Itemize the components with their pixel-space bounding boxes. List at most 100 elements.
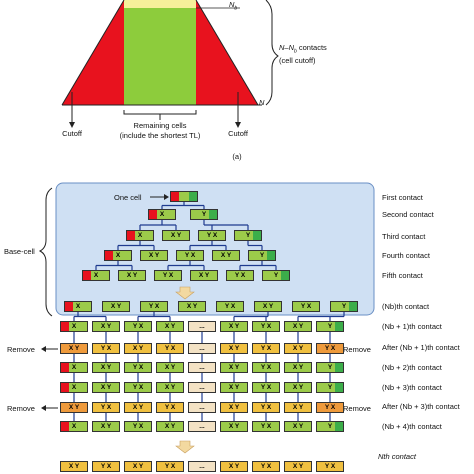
cell-box: ...	[188, 421, 216, 432]
cell-box: ...	[188, 382, 216, 393]
cell-label: Y	[327, 323, 333, 330]
remove-label-1: Remove	[7, 345, 35, 354]
cell-box: Y	[316, 421, 344, 432]
cell-end-mark	[83, 271, 91, 280]
cell-box: Y X	[252, 343, 280, 354]
cell-label: X Y	[100, 364, 112, 371]
cell-box: Y X	[156, 402, 184, 413]
one-cell-label: One cell	[114, 193, 142, 202]
cell-label: X Y	[170, 232, 182, 239]
cell-label: Y	[327, 364, 333, 371]
cell-end-mark	[281, 271, 289, 280]
cell-label: Y X	[324, 463, 336, 470]
contact-label: (Nb + 2)th contact	[382, 363, 442, 372]
cell-label: ...	[199, 404, 205, 411]
cell-label: ...	[199, 323, 205, 330]
cell-label: X	[93, 272, 99, 279]
nth-contact-label: Nth contact	[378, 452, 416, 461]
cell-label: X Y	[164, 364, 176, 371]
cell-label: Y	[327, 384, 333, 391]
cell-box: X Y	[220, 461, 248, 472]
cell-label: Y	[259, 252, 265, 259]
cell-end-mark	[349, 302, 357, 311]
base-cell-brace	[38, 187, 53, 317]
base-cell-panel	[55, 182, 375, 316]
cell-label: X Y	[228, 384, 240, 391]
cell-box	[170, 191, 198, 202]
cell-box: Y	[316, 321, 344, 332]
cell-label: Y X	[164, 463, 176, 470]
cell-box: Y X	[316, 343, 344, 354]
cell-label: Y	[327, 423, 333, 430]
contact-label: (Nb + 1)th contact	[382, 322, 442, 331]
contact-label: After (Nb + 1)th contact	[382, 343, 460, 352]
cell-label: X Y	[100, 423, 112, 430]
cell-box: X Y	[92, 362, 120, 373]
cell-box: X Y	[284, 321, 312, 332]
cell-label: Y	[201, 211, 207, 218]
flow-arrow-1	[175, 286, 195, 300]
cell-end-mark	[149, 210, 157, 219]
cell-box: Y X	[252, 461, 280, 472]
cell-label: Y X	[184, 252, 196, 259]
cell-box: Y X	[316, 402, 344, 413]
cell-box: X Y	[156, 421, 184, 432]
remove-label-3: Remove	[343, 345, 371, 354]
caption-a: (a)	[232, 152, 242, 161]
cell-box: Y X	[92, 461, 120, 472]
cell-label: X Y	[228, 364, 240, 371]
remaining-bracket	[123, 110, 197, 115]
cell-label: X	[71, 364, 77, 371]
cell-box: Y X	[92, 402, 120, 413]
cell-box: X Y	[60, 343, 88, 354]
cell-label: Y X	[324, 404, 336, 411]
cutoff-right-label: Cutoff	[228, 129, 248, 138]
cell-box: X Y	[156, 362, 184, 373]
cell-end-mark	[209, 210, 217, 219]
cell-label: X Y	[68, 345, 80, 352]
cell-label: Y X	[260, 404, 272, 411]
cell-label: X Y	[220, 252, 232, 259]
cell-box: X	[60, 421, 88, 432]
cell-box: ...	[188, 343, 216, 354]
cell-label: Y	[273, 272, 279, 279]
cell-box: X Y	[220, 362, 248, 373]
cell-label: Y X	[224, 303, 236, 310]
cell-label: X	[71, 423, 77, 430]
cell-box: ...	[188, 362, 216, 373]
cell-box: X Y	[124, 402, 152, 413]
cell-label: Y X	[100, 345, 112, 352]
cell-box: ...	[188, 461, 216, 472]
cell-end-mark	[335, 422, 343, 431]
contact-label: First contact	[382, 193, 423, 202]
contact-label: (Nb + 4)th contact	[382, 422, 442, 431]
cell-label: X Y	[228, 423, 240, 430]
cell-label: Y X	[100, 404, 112, 411]
cell-label: X Y	[228, 404, 240, 411]
cell-box: Y X	[156, 343, 184, 354]
cell-box: X Y	[124, 343, 152, 354]
cell-label: Y X	[260, 384, 272, 391]
cell-box: X Y	[220, 343, 248, 354]
cell-label: X	[75, 303, 81, 310]
cell-end-mark	[61, 383, 69, 392]
cell-box: Y X	[154, 270, 182, 281]
cell-box: Y X	[252, 362, 280, 373]
cell-box: Y X	[124, 362, 152, 373]
cell-label: X Y	[186, 303, 198, 310]
cell-box: X Y	[118, 270, 146, 281]
cell-label: Y X	[132, 384, 144, 391]
cell-box: Y	[316, 382, 344, 393]
cell-box: X Y	[220, 421, 248, 432]
cell-box: X Y	[284, 402, 312, 413]
cell-box: Y X	[156, 461, 184, 472]
contact-label: Fourth contact	[382, 251, 430, 260]
cell-label: ...	[199, 384, 205, 391]
cell-end-mark	[253, 231, 261, 240]
cell-end-mark	[335, 383, 343, 392]
cell-label: X Y	[68, 404, 80, 411]
cell-label: Y X	[300, 303, 312, 310]
contact-label: Fifth contact	[382, 271, 423, 280]
